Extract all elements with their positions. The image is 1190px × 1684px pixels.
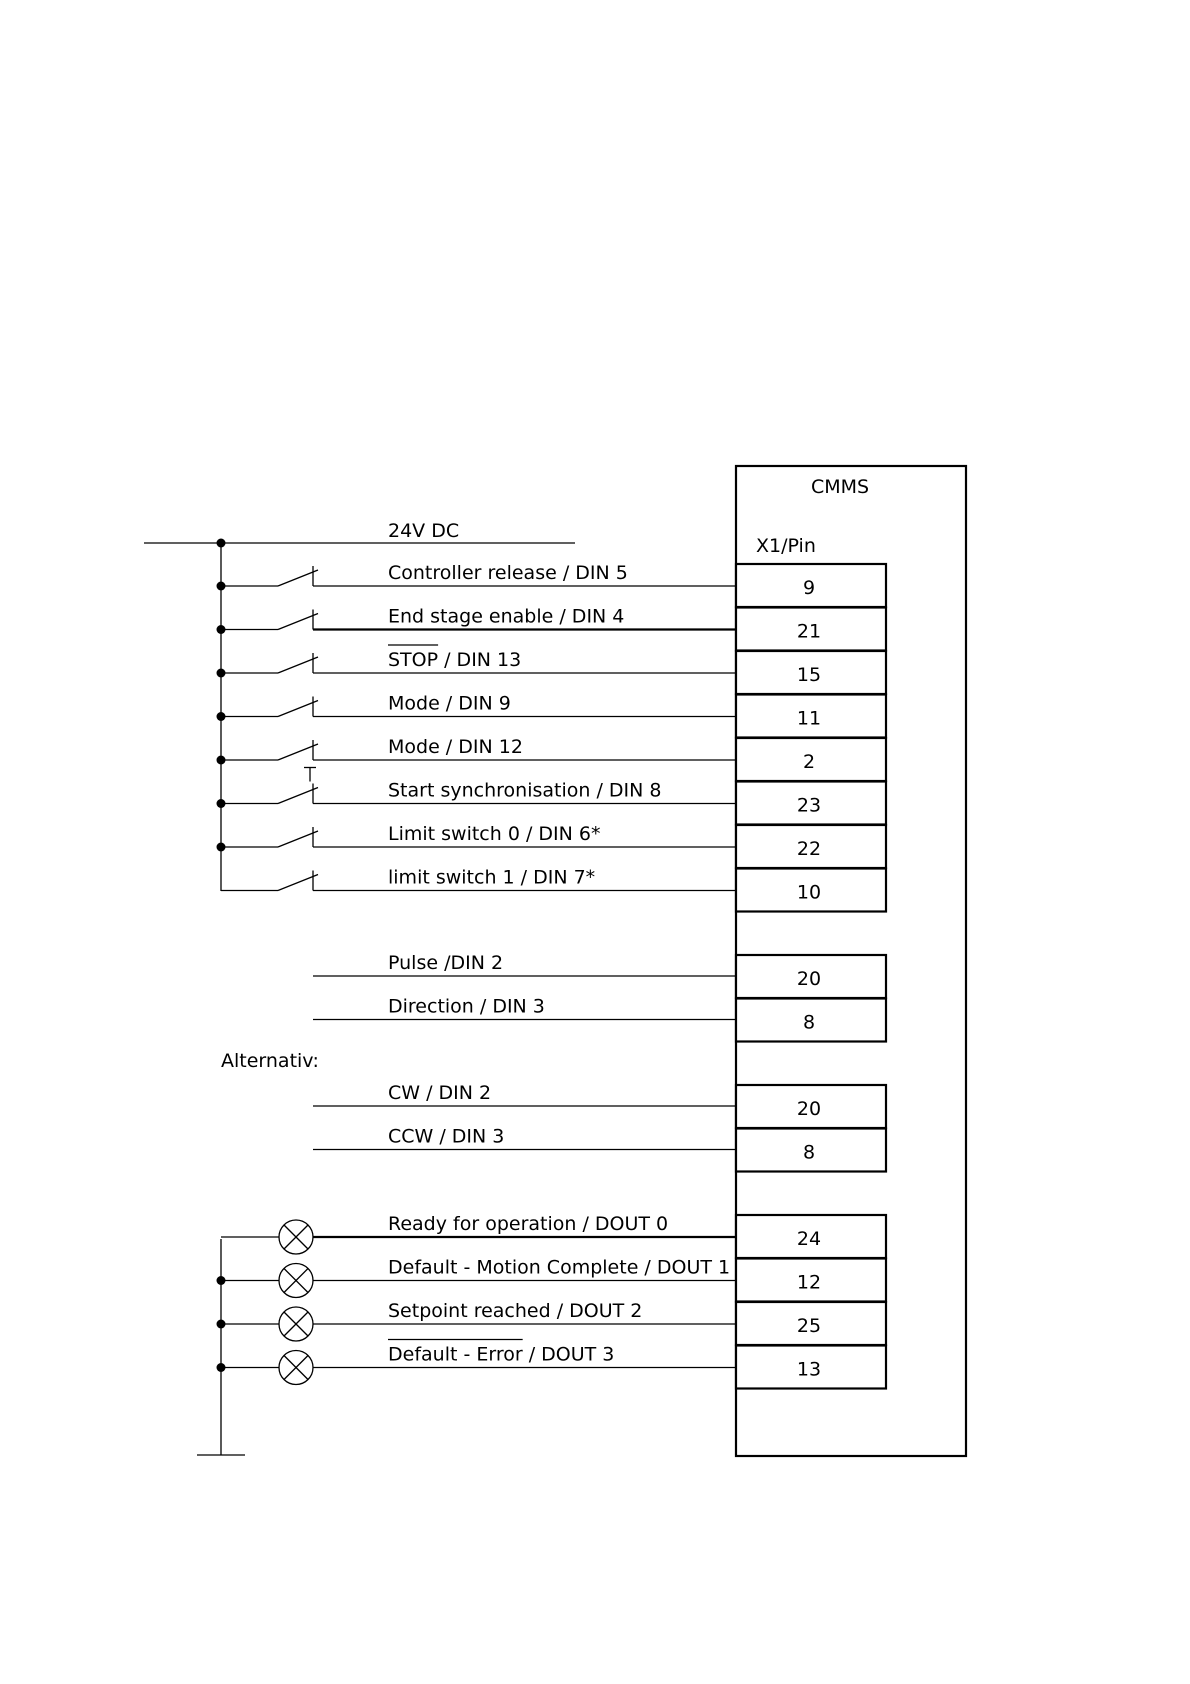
output-3-pin-box bbox=[734, 1344, 888, 1390]
input-6-row: Limit switch 0 / DIN 6* 22 bbox=[216, 823, 888, 870]
input-0-switch-icon bbox=[277, 569, 319, 587]
alt-1-row: CCW / DIN 3 8 bbox=[313, 1126, 888, 1173]
input-1-label: End stage enable / DIN 4 bbox=[388, 606, 624, 628]
output-1-pin-number: 12 bbox=[797, 1272, 821, 1294]
pulse-1-pin-box bbox=[734, 997, 888, 1043]
output-3-row: Default - Error / DOUT 3 13 bbox=[216, 1338, 888, 1390]
input-7-label: limit switch 1 / DIN 7* bbox=[388, 867, 595, 889]
input-2-label: STOP / DIN 13 bbox=[388, 649, 521, 671]
output-1-row: Default - Motion Complete / DOUT 1 12 bbox=[216, 1257, 888, 1303]
pulse-0-pin-box bbox=[734, 953, 888, 1000]
input-5-pin-number: 23 bbox=[797, 795, 821, 817]
pulse-0-pin-number: 20 bbox=[797, 968, 821, 990]
input-4-pin-box bbox=[734, 736, 888, 783]
input-2-switch-icon bbox=[277, 656, 319, 674]
input-1-row: End stage enable / DIN 4 21 bbox=[216, 606, 888, 652]
input-3-row: Mode / DIN 9 11 bbox=[216, 693, 888, 739]
output-0-label: Ready for operation / DOUT 0 bbox=[388, 1213, 668, 1235]
output-2-lamp-icon bbox=[278, 1306, 314, 1342]
input-4-row: Mode / DIN 12 2 bbox=[216, 736, 888, 783]
input-1-switch-icon bbox=[277, 612, 319, 631]
input-7-pin-number: 10 bbox=[797, 882, 821, 904]
output-3-label: Default - Error / DOUT 3 bbox=[388, 1344, 614, 1366]
input-5-pin-box bbox=[734, 780, 888, 826]
pulse-1-label: Direction / DIN 3 bbox=[388, 996, 545, 1018]
alt-1-pin-number: 8 bbox=[803, 1142, 815, 1164]
output-2-label: Setpoint reached / DOUT 2 bbox=[388, 1300, 642, 1322]
pulse-1-row: Direction / DIN 3 8 bbox=[313, 996, 888, 1043]
input-5-label: Start synchronisation / DIN 8 bbox=[388, 780, 661, 802]
output-2-pin-number: 25 bbox=[797, 1315, 821, 1337]
input-3-label: Mode / DIN 9 bbox=[388, 693, 511, 715]
input-6-label: Limit switch 0 / DIN 6* bbox=[388, 823, 600, 845]
input-5-switch-icon bbox=[277, 786, 319, 805]
input-0-label: Controller release / DIN 5 bbox=[388, 562, 628, 584]
module-name: CMMS bbox=[811, 476, 869, 498]
input-4-label: Mode / DIN 12 bbox=[388, 736, 523, 758]
input-3-switch-icon bbox=[277, 699, 319, 718]
input-2-pin-box bbox=[734, 649, 888, 696]
input-3-pin-number: 11 bbox=[797, 708, 821, 730]
output-0-lamp-icon bbox=[278, 1219, 314, 1255]
output-1-lamp-icon bbox=[278, 1262, 314, 1299]
input-1-pin-number: 21 bbox=[797, 621, 821, 643]
input-6-pin-box bbox=[734, 823, 888, 870]
output-2-pin-box bbox=[734, 1300, 888, 1347]
alt-1-pin-box bbox=[734, 1127, 888, 1173]
alt-0-row: CW / DIN 2 20 bbox=[313, 1082, 888, 1130]
input-7-pin-box bbox=[734, 867, 888, 913]
alt-0-pin-box bbox=[734, 1083, 888, 1130]
connector-label: X1/Pin bbox=[756, 535, 816, 557]
alt-0-pin-number: 20 bbox=[797, 1098, 821, 1120]
pulse-0-label: Pulse /DIN 2 bbox=[388, 952, 503, 974]
input-3-pin-box bbox=[734, 693, 888, 739]
output-2-row: Setpoint reached / DOUT 2 25 bbox=[216, 1300, 888, 1347]
output-0-pin-box bbox=[734, 1213, 888, 1260]
input-7-row: limit switch 1 / DIN 7* 10 bbox=[221, 867, 888, 913]
input-2-row: STOP / DIN 13 15 bbox=[216, 644, 888, 696]
output-3-lamp-icon bbox=[278, 1349, 314, 1386]
output-3-pin-number: 13 bbox=[797, 1359, 821, 1381]
output-0-row: Ready for operation / DOUT 0 24 bbox=[221, 1213, 888, 1260]
input-6-switch-icon bbox=[277, 830, 319, 848]
input-2-pin-number: 15 bbox=[797, 664, 821, 686]
output-1-label: Default - Motion Complete / DOUT 1 bbox=[388, 1257, 730, 1279]
input-6-pin-number: 22 bbox=[797, 838, 821, 860]
input-5-row: Start synchronisation / DIN 8 23 bbox=[216, 766, 888, 826]
pulse-1-pin-number: 8 bbox=[803, 1012, 815, 1034]
alt-1-label: CCW / DIN 3 bbox=[388, 1126, 504, 1148]
input-0-row: Controller release / DIN 5 9 bbox=[216, 562, 888, 609]
input-4-pin-number: 2 bbox=[803, 751, 815, 773]
input-4-switch-icon bbox=[277, 743, 319, 761]
alt-0-label: CW / DIN 2 bbox=[388, 1082, 491, 1104]
input-0-pin-number: 9 bbox=[803, 577, 815, 599]
input-7-switch-icon bbox=[277, 873, 319, 892]
alternative-label: Alternativ: bbox=[221, 1050, 319, 1072]
output-0-pin-number: 24 bbox=[797, 1228, 821, 1250]
supply-label: 24V DC bbox=[388, 520, 459, 542]
pulse-0-row: Pulse /DIN 2 20 bbox=[313, 952, 888, 1000]
